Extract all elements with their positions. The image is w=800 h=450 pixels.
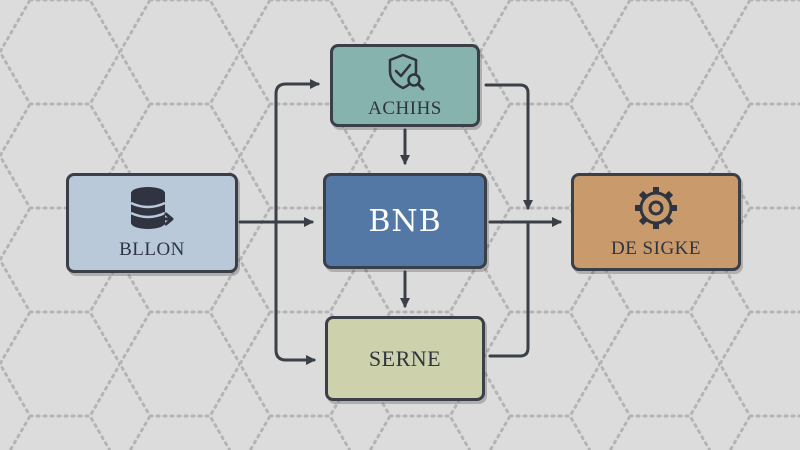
node-bnb[interactable]: BNB	[323, 173, 487, 269]
node-achihs-label: ACHIHS	[368, 97, 442, 119]
node-desigke-label: DE SIGKE	[610, 238, 702, 259]
shield-search-icon	[385, 52, 425, 92]
gear-icon	[632, 184, 680, 232]
node-bllon-label: BLLON	[119, 239, 185, 260]
node-bnb-label: BNB	[368, 203, 442, 239]
database-arrow-icon	[127, 185, 177, 233]
node-achihs[interactable]: ACHIHS	[330, 44, 480, 127]
node-serne[interactable]: SERNE	[325, 316, 485, 401]
node-desigke[interactable]: DE SIGKE	[571, 173, 741, 271]
node-bllon[interactable]: BLLON	[66, 173, 238, 273]
node-serne-label: SERNE	[368, 345, 442, 371]
